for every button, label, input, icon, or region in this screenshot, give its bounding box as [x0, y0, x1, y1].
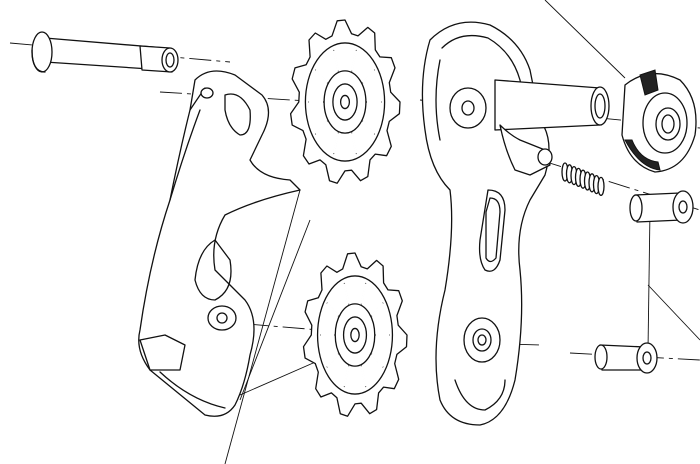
upper-bushing [629, 190, 694, 224]
lower-bushing [594, 342, 658, 374]
inner-cage-plate [138, 70, 301, 417]
pulley-bore [350, 327, 360, 343]
tension-spring [561, 162, 605, 197]
pivot-nut [621, 69, 697, 173]
leader-lines [224, 0, 700, 464]
upper-pulley [289, 19, 401, 184]
lower-pulley [302, 252, 408, 417]
outer-cage-plate [421, 21, 610, 426]
spring-coil [597, 176, 605, 197]
pivot-bolt [31, 31, 179, 73]
pulley-bore [339, 94, 351, 110]
